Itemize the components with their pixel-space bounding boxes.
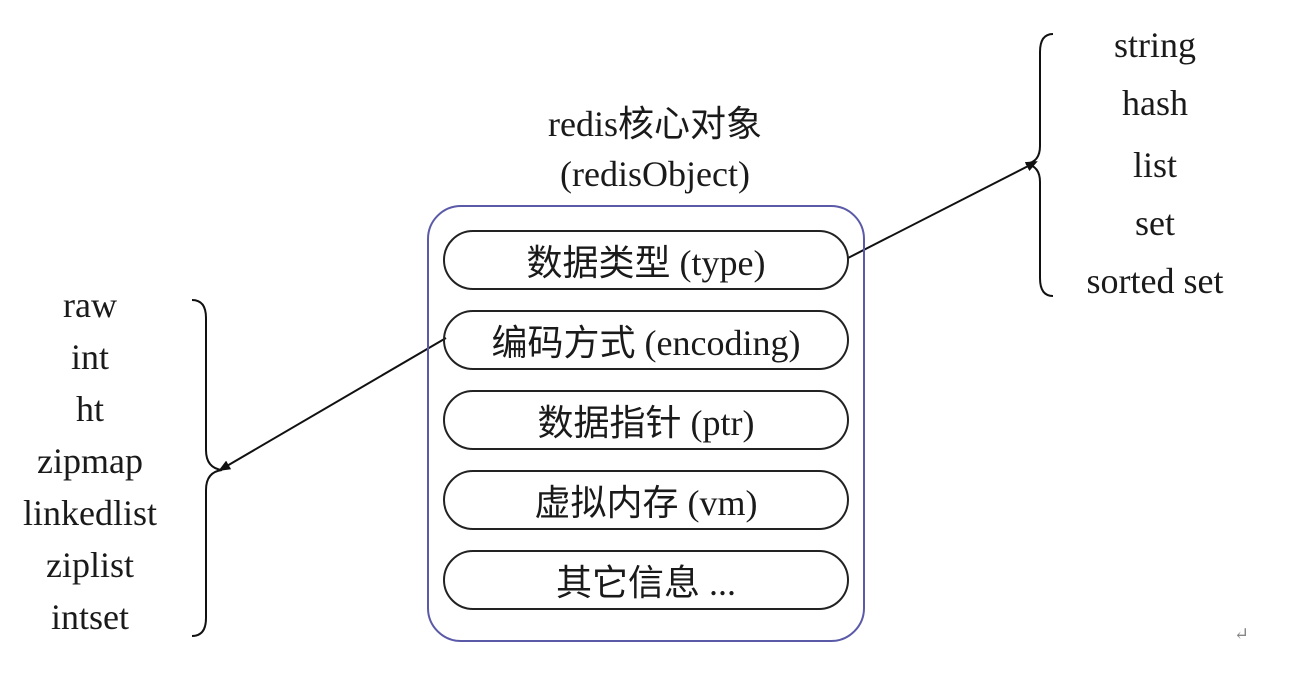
return-mark-icon: ↵ xyxy=(1234,624,1250,644)
type-item: sorted set xyxy=(1086,261,1224,301)
type-item: list xyxy=(1132,145,1177,185)
field-vm: 虚拟内存 (vm) xyxy=(443,470,849,530)
diagram-subtitle: (redisObject) xyxy=(560,154,750,194)
type-item: hash xyxy=(1122,83,1188,123)
encoding-item: raw xyxy=(63,285,117,325)
redis-object-box xyxy=(427,205,865,642)
type-item: set xyxy=(1135,203,1175,243)
field-ptr: 数据指针 (ptr) xyxy=(443,390,849,450)
encoding-item: ht xyxy=(75,389,104,429)
encoding-item: linkedlist xyxy=(23,493,157,533)
type-arrow xyxy=(847,161,1038,259)
field-type: 数据类型 (type) xyxy=(443,230,849,290)
encoding-item: intset xyxy=(51,597,129,637)
field-encoding: 编码方式 (encoding) xyxy=(443,310,849,370)
encoding-item: int xyxy=(70,337,109,377)
type-item: string xyxy=(1113,25,1196,65)
encoding-item: zipmap xyxy=(37,441,143,481)
field-other: 其它信息 ... xyxy=(443,550,849,610)
encoding-item: ziplist xyxy=(46,545,134,585)
left-brace xyxy=(191,299,223,637)
diagram-title: redis核心对象 xyxy=(548,104,762,144)
encoding-arrow xyxy=(218,337,447,472)
